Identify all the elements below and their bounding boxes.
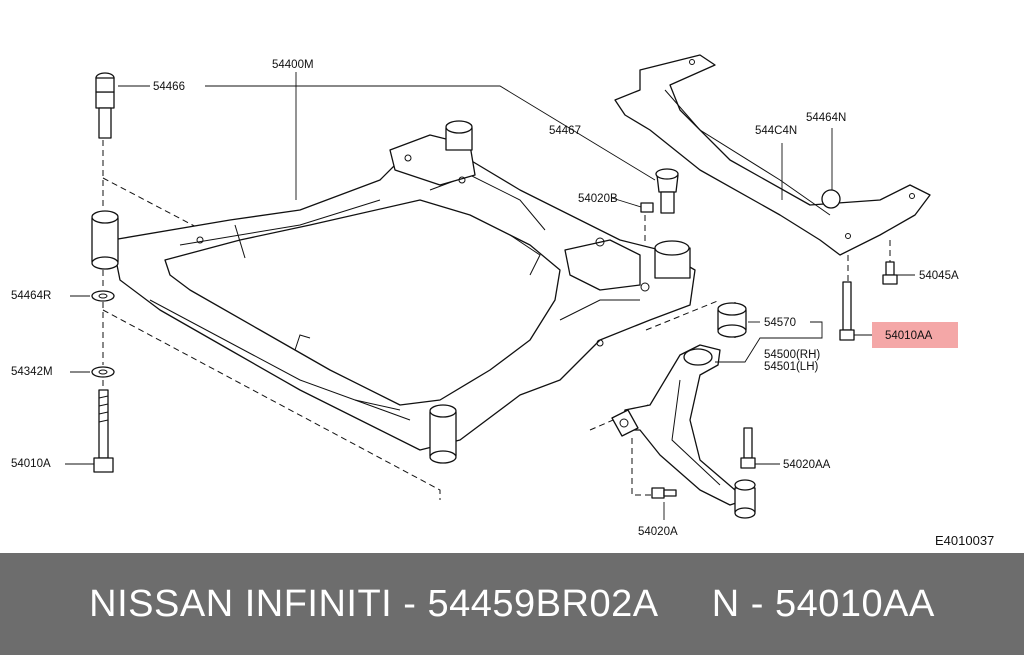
leader-lines xyxy=(65,72,915,520)
label-54500-rh: 54500(RH) xyxy=(764,349,820,361)
label-54020A: 54020A xyxy=(638,526,678,538)
label-54570: 54570 xyxy=(764,317,796,329)
label-54020AA: 54020AA xyxy=(783,459,831,471)
label-54342M: 54342M xyxy=(11,366,53,378)
bushing xyxy=(717,302,747,338)
label-544C4N: 544C4N xyxy=(755,125,797,137)
diagram-canvas: 54400M 54466 54467 54020B 544C4N 54464N … xyxy=(11,54,994,548)
label-54400M: 54400M xyxy=(272,59,314,71)
label-54467: 54467 xyxy=(549,125,581,137)
part-labels: 54400M 54466 54467 54020B 544C4N 54464N … xyxy=(11,59,994,548)
parts-diagram: 54400M 54466 54467 54020B 544C4N 54464N … xyxy=(11,54,995,548)
label-54010A: 54010A xyxy=(11,458,51,470)
footer-banner: NISSAN INFINITI - 54459BR02A N - 54010AA xyxy=(0,553,1024,655)
label-54010AA-highlighted: 54010AA xyxy=(885,330,933,342)
bolts xyxy=(91,72,898,499)
bushing-ball xyxy=(821,189,841,209)
label-54466: 54466 xyxy=(153,81,185,93)
reinforcement-bar xyxy=(614,54,931,256)
label-54501-lh: 54501(LH) xyxy=(764,361,819,373)
diagram-code: E4010037 xyxy=(935,533,994,548)
label-54020B: 54020B xyxy=(578,193,618,205)
label-54464N: 54464N xyxy=(806,112,846,124)
front-suspension-member xyxy=(91,120,696,464)
label-54045A: 54045A xyxy=(919,270,959,282)
part-number-caption: NISSAN INFINITI - 54459BR02A N - 54010AA xyxy=(89,582,935,625)
label-54464R: 54464R xyxy=(11,290,51,302)
highlight-box xyxy=(872,322,958,348)
transverse-link xyxy=(611,344,756,519)
